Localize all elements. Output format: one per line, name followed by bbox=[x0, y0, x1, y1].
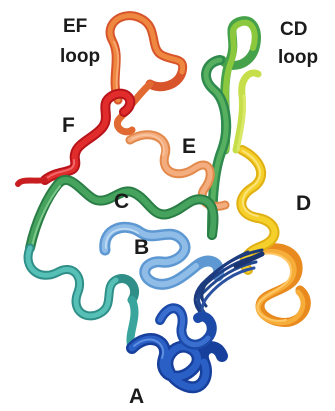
helix-e-label: E bbox=[182, 135, 196, 158]
helix-d-label: D bbox=[296, 192, 311, 215]
helix-a-label: A bbox=[129, 385, 144, 408]
cd-loop-label-line2: loop bbox=[278, 47, 318, 68]
helix-b-label: B bbox=[134, 236, 149, 259]
ef-loop-label-line1: EF bbox=[63, 16, 87, 37]
ef-loop-label-line2: loop bbox=[60, 46, 100, 67]
helix-f-label: F bbox=[62, 114, 75, 137]
helix-c-label: C bbox=[114, 190, 129, 213]
cd-loop-label-line1: CD bbox=[280, 19, 307, 40]
